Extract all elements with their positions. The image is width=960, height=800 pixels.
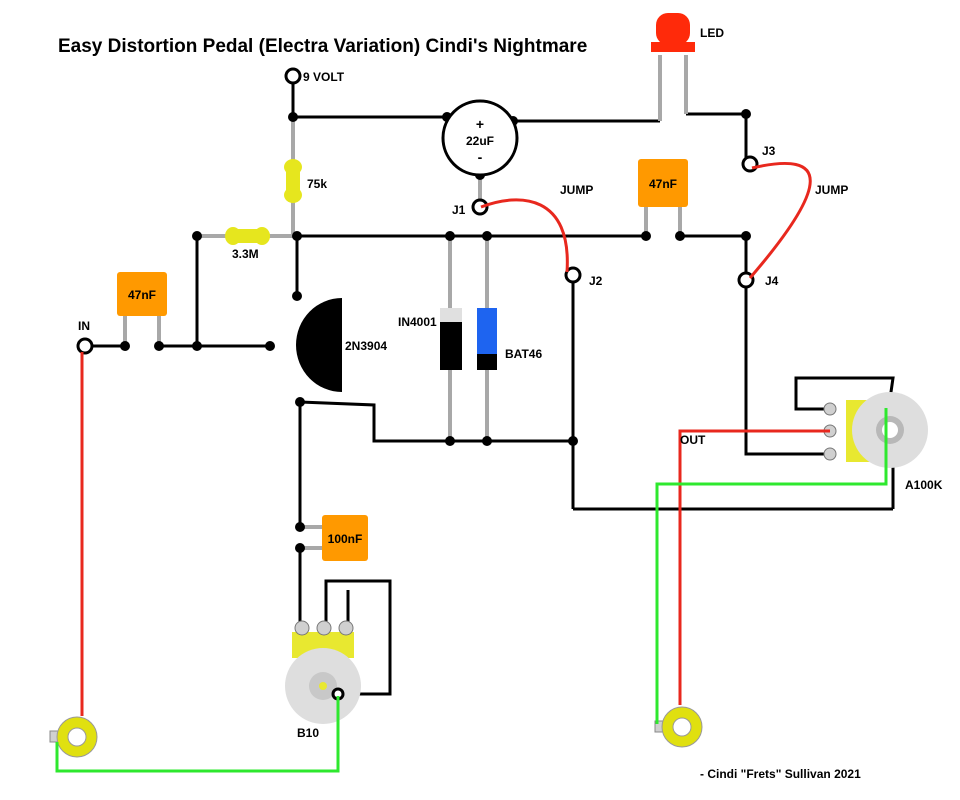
credit-text: - Cindi "Frets" Sullivan 2021: [700, 767, 861, 781]
j4-label: J4: [765, 274, 779, 288]
diagram-title: Easy Distortion Pedal (Electra Variation…: [58, 36, 587, 57]
supply-label: 9 VOLT: [303, 70, 345, 84]
diode-bat46-label: BAT46: [505, 347, 542, 361]
jumper-wires: [480, 161, 812, 279]
diode-bat46: [477, 308, 497, 370]
capacitor-47nf-output-label: 47nF: [649, 177, 677, 191]
pot-b10-label: B10: [297, 726, 319, 740]
capacitor-47nf-output: [638, 159, 688, 207]
capacitor-100nf-label: 100nF: [328, 532, 363, 546]
output-jack: [654, 706, 703, 748]
hot-wires: [80, 352, 830, 716]
capacitor-22uf: + 22uF -: [441, 99, 519, 177]
input-jack: [49, 716, 98, 758]
capacitor-47nf-input-label: 47nF: [128, 288, 156, 302]
component-leads: [123, 55, 688, 550]
output-label: OUT: [680, 433, 706, 447]
led: [651, 13, 695, 52]
resistor-3-3m-label: 3.3M: [232, 247, 259, 261]
resistor-3-3m: [225, 227, 270, 245]
capacitor-100nf: [322, 515, 368, 561]
wires: [85, 83, 895, 696]
supply-terminal: [284, 67, 302, 85]
j1-label: J1: [452, 203, 466, 217]
cap-value-label: 22uF: [466, 134, 494, 148]
diode-in4001: [440, 308, 462, 370]
resistor-75k: [284, 159, 302, 203]
j2-label: J2: [589, 274, 603, 288]
transistor-label: 2N3904: [345, 339, 387, 353]
jump-b-label: JUMP: [815, 183, 848, 197]
cap-minus-label: -: [478, 149, 483, 165]
transistor-2n3904: [296, 298, 342, 392]
resistor-75k-label: 75k: [307, 177, 327, 191]
jump-a-label: JUMP: [560, 183, 593, 197]
pot-b10: [285, 620, 361, 724]
input-label: IN: [78, 319, 90, 333]
capacitor-47nf-input: [117, 272, 167, 316]
diode-in4001-label: IN4001: [398, 315, 437, 329]
ground-wires: [55, 408, 888, 773]
led-label: LED: [700, 26, 724, 40]
pot-a100k: [823, 392, 928, 468]
j3-label: J3: [762, 144, 776, 158]
pot-a100k-label: A100K: [905, 478, 943, 492]
cap-plus-label: +: [476, 116, 484, 132]
